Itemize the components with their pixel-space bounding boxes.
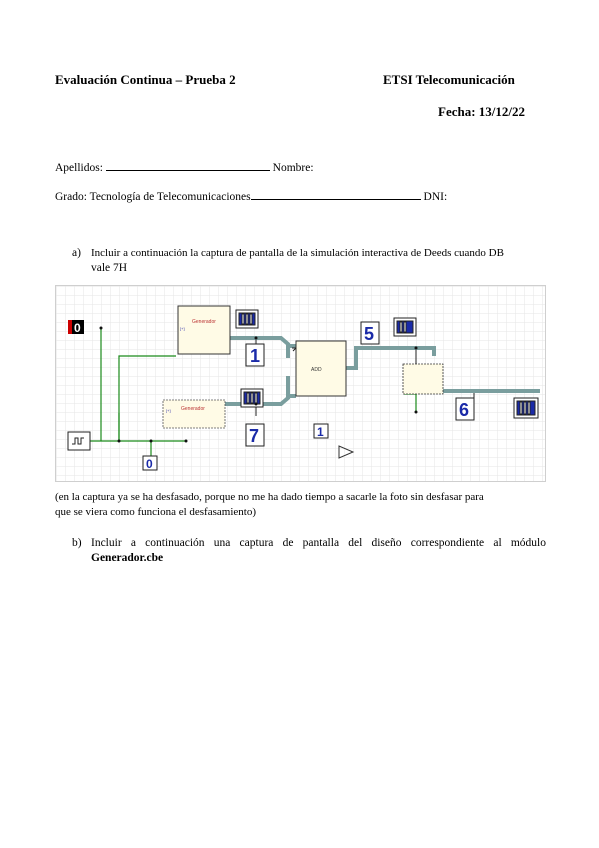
mid-indicator-value: 1: [317, 425, 324, 439]
display-top-right-value: 5: [364, 324, 374, 344]
surname-field[interactable]: [105, 160, 270, 171]
generator-2-label: Generador: [181, 406, 205, 412]
middle-logic-block: ADD: [292, 340, 347, 397]
switch-value: 0: [74, 321, 81, 335]
dni-label: DNI:: [423, 191, 448, 203]
bus-monitor-displays: [235, 309, 539, 419]
note-line2: que se viera como funciona el desfasamie…: [55, 506, 256, 518]
item-a-line1: Incluir a continuación la captura de pan…: [91, 247, 504, 259]
wire-junctions: [99, 326, 418, 443]
item-b-line1: Incluir a continuación una captura de pa…: [91, 537, 546, 549]
item-a-line2: vale 7H: [91, 262, 128, 274]
bottom-indicator: 0: [142, 455, 158, 471]
surname-row: Apellidos: Nombre:: [55, 160, 314, 174]
display-mid-left-value: 7: [249, 426, 259, 446]
green-wires: [78, 328, 417, 461]
display-top-left-value: 1: [250, 346, 260, 366]
circuit-diagram: Generador [+] Generador [+] ADD: [56, 286, 545, 481]
svg-text:ADD: ADD: [311, 367, 322, 373]
display-bottom-right-value: 6: [459, 400, 469, 420]
header-left-title: Evaluación Continua – Prueba 2: [55, 72, 236, 87]
header-date: Fecha: 13/12/22: [438, 104, 526, 119]
surname-label: Apellidos:: [55, 162, 103, 174]
header-right-title: ETSI Telecomunicación: [383, 72, 515, 87]
right-logic-block: [402, 363, 444, 395]
note-paragraph: (en la captura ya se ha desfasado, porqu…: [55, 490, 546, 520]
item-b-text: Incluir a continuación una captura de pa…: [91, 536, 546, 566]
svg-text:[+]: [+]: [166, 408, 171, 413]
buffer-gate-icon: [338, 445, 355, 459]
generator-1-label: Generador: [192, 319, 216, 325]
item-b-line2: Generador.cbe: [91, 552, 164, 564]
item-a-text: Incluir a continuación la captura de pan…: [91, 246, 546, 276]
note-line1: (en la captura ya se ha desfasado, porqu…: [55, 491, 484, 503]
input-switch: 0: [68, 320, 84, 335]
clock-source-icon: [67, 431, 91, 451]
generator-block-2: Generador [+]: [162, 399, 226, 429]
bottom-indicator-value: 0: [146, 457, 153, 471]
dni-field-line[interactable]: [250, 189, 421, 200]
degree-row: Grado: Tecnología de Telecomunicaciones …: [55, 189, 447, 203]
svg-text:[+]: [+]: [180, 326, 185, 331]
degree-label: Grado: Tecnología de Telecomunicaciones: [55, 191, 251, 203]
name-label: Nombre:: [272, 162, 314, 174]
seven-seg-displays: 1 7 5 6: [245, 321, 475, 447]
generator-block-1: Generador [+]: [177, 305, 231, 355]
item-a-marker: a): [72, 247, 81, 259]
item-b-marker: b): [72, 537, 82, 549]
deeds-simulation-screenshot: Generador [+] Generador [+] ADD: [55, 285, 546, 482]
mid-indicator: 1: [313, 423, 329, 439]
